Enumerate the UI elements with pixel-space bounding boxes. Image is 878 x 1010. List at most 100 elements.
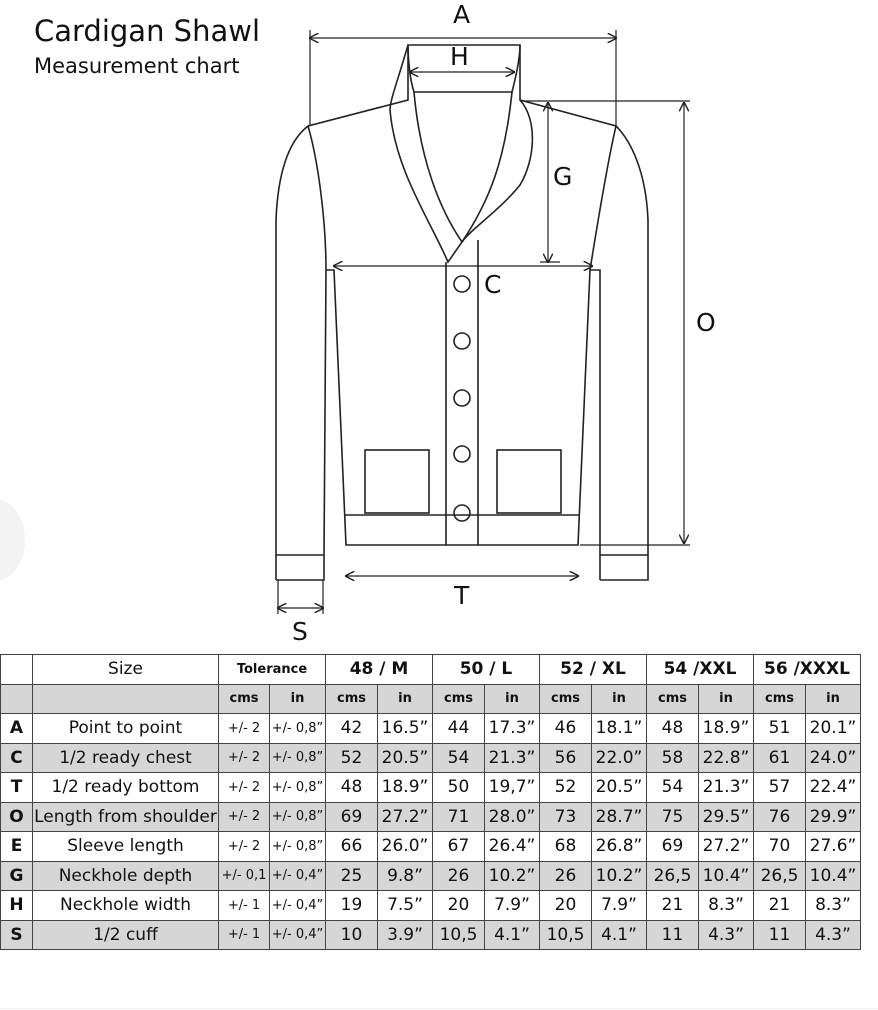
bottom-divider: [0, 1008, 878, 1009]
value-in: 4.3”: [698, 919, 754, 950]
value-cms: 26: [539, 860, 592, 891]
button: [453, 504, 471, 522]
value-in: 17.3”: [484, 713, 540, 744]
value-in: 4.1”: [484, 919, 540, 950]
value-in: 18.1”: [591, 713, 647, 744]
row-letter: C: [0, 742, 33, 773]
value-in: 20.1”: [805, 713, 861, 744]
left-pocket: [364, 449, 430, 514]
row-letter: S: [0, 919, 33, 950]
unit-in: in: [377, 683, 433, 714]
shawl-collar: [389, 44, 534, 264]
unit-in: in: [591, 683, 647, 714]
cardigan-diagram: [275, 30, 690, 614]
size-header-4: 56 /XXXL: [753, 654, 861, 685]
row-letter: E: [0, 831, 33, 862]
value-in: 20.5”: [377, 742, 433, 773]
value-in: 8.3”: [805, 890, 861, 921]
tolerance-in: +/- 0,8”: [269, 742, 326, 773]
row-name: Sleeve length: [32, 831, 219, 862]
chart-title: Cardigan Shawl: [34, 14, 261, 48]
label-A: A: [453, 0, 471, 29]
value-in: 8.3”: [698, 890, 754, 921]
button: [453, 332, 471, 350]
value-cms: 57: [753, 772, 806, 803]
value-in: 4.1”: [591, 919, 647, 950]
value-in: 29.5”: [698, 801, 754, 832]
tolerance-cms: +/- 0,1: [218, 860, 270, 891]
value-in: 10.4”: [698, 860, 754, 891]
tolerance-in: +/- 0,4”: [269, 890, 326, 921]
value-cms: 19: [325, 890, 378, 921]
value-cms: 68: [539, 831, 592, 862]
value-cms: 21: [753, 890, 806, 921]
size-header-2: 52 / XL: [539, 654, 647, 685]
value-in: 3.9”: [377, 919, 433, 950]
value-in: 9.8”: [377, 860, 433, 891]
unit-in: in: [805, 683, 861, 714]
row-letter: H: [0, 890, 33, 921]
value-cms: 10,5: [539, 919, 592, 950]
value-cms: 73: [539, 801, 592, 832]
value-cms: 61: [753, 742, 806, 773]
tolerance-in: +/- 0,4”: [269, 919, 326, 950]
tolerance-cms: +/- 2: [218, 713, 270, 744]
value-cms: 52: [539, 772, 592, 803]
label-G: G: [553, 162, 573, 191]
label-H: H: [450, 42, 469, 71]
value-in: 22.4”: [805, 772, 861, 803]
value-cms: 54: [646, 772, 699, 803]
row-letter: G: [0, 860, 33, 891]
unit-in: in: [269, 683, 326, 714]
tolerance-in: +/- 0,8”: [269, 713, 326, 744]
tolerance-cms: +/- 1: [218, 890, 270, 921]
value-in: 7.9”: [591, 890, 647, 921]
left-cuff: [275, 555, 325, 581]
value-cms: 69: [325, 801, 378, 832]
tolerance-header: Tolerance: [218, 654, 326, 685]
row-letter: T: [0, 772, 33, 803]
tolerance-in: +/- 0,4”: [269, 860, 326, 891]
tolerance-in: +/- 0,8”: [269, 772, 326, 803]
value-in: 10.2”: [484, 860, 540, 891]
right-pocket: [496, 449, 562, 514]
value-cms: 10: [325, 919, 378, 950]
value-in: 22.8”: [698, 742, 754, 773]
unit-cms: cms: [432, 683, 485, 714]
value-cms: 48: [646, 713, 699, 744]
unit-blank: [0, 683, 33, 714]
value-cms: 51: [753, 713, 806, 744]
unit-in: in: [698, 683, 754, 714]
label-T: T: [454, 581, 470, 610]
value-in: 26.8”: [591, 831, 647, 862]
value-in: 16.5”: [377, 713, 433, 744]
tolerance-cms: +/- 2: [218, 772, 270, 803]
value-cms: 10,5: [432, 919, 485, 950]
label-C: C: [484, 270, 502, 299]
tolerance-cms: +/- 1: [218, 919, 270, 950]
value-in: 10.4”: [805, 860, 861, 891]
value-in: 28.0”: [484, 801, 540, 832]
unit-cms: cms: [325, 683, 378, 714]
label-S: S: [292, 617, 308, 646]
value-cms: 48: [325, 772, 378, 803]
value-cms: 25: [325, 860, 378, 891]
value-cms: 71: [432, 801, 485, 832]
value-cms: 67: [432, 831, 485, 862]
value-in: 27.2”: [377, 801, 433, 832]
row-name: 1/2 ready bottom: [32, 772, 219, 803]
button: [453, 389, 471, 407]
value-cms: 11: [753, 919, 806, 950]
size-header: Size: [32, 654, 219, 685]
value-in: 21.3”: [698, 772, 754, 803]
value-in: 18.9”: [698, 713, 754, 744]
size-header-0: 48 / M: [325, 654, 433, 685]
value-cms: 69: [646, 831, 699, 862]
value-cms: 21: [646, 890, 699, 921]
value-cms: 76: [753, 801, 806, 832]
